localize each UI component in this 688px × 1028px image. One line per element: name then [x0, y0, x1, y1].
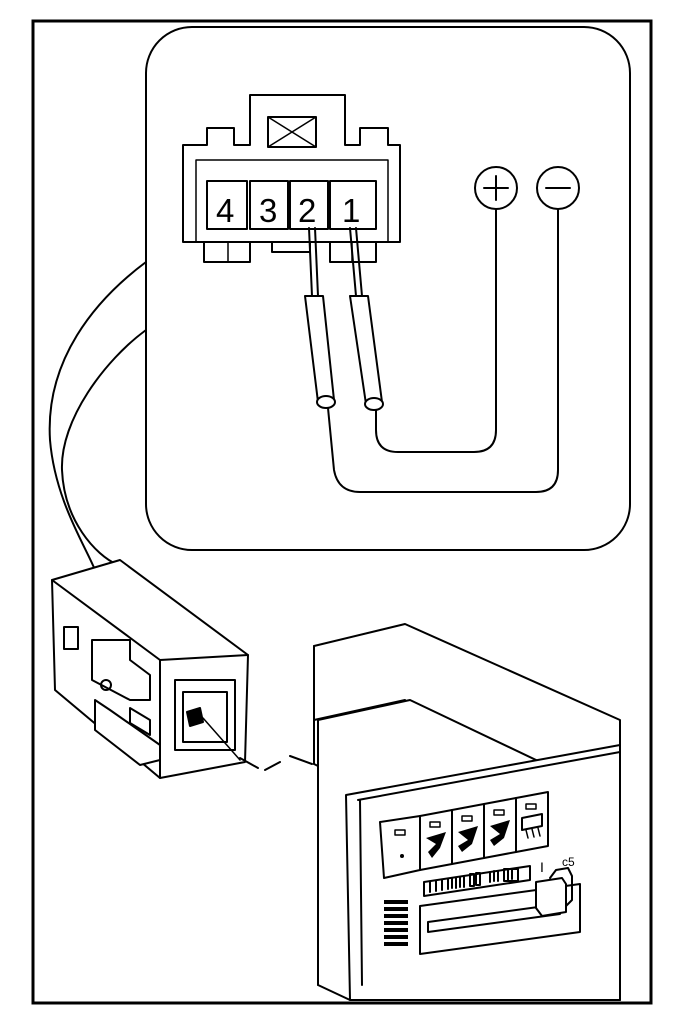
detail-callout: [48, 26, 631, 571]
temperature-scale: [423, 865, 531, 897]
lead-positive: [375, 209, 497, 453]
pin-label-4: 4: [216, 192, 234, 229]
plus-terminal-icon: [474, 166, 518, 210]
minus-terminal-icon: [536, 166, 580, 210]
speaker-grille: [384, 900, 408, 946]
temperature-slider: [419, 867, 581, 955]
outer-frame: [31, 19, 653, 1005]
fan-mode-icons: [379, 791, 549, 879]
connection-line: [239, 755, 313, 771]
pin-label-1: 1: [342, 192, 360, 229]
scale-mark: I: [540, 859, 544, 875]
lead-negative: [327, 209, 559, 493]
pin-label-3: 3: [259, 192, 277, 229]
connector-body: [51, 559, 249, 779]
test-probe-pin-1: [349, 227, 384, 411]
pin-label-2: 2: [298, 192, 316, 229]
scale-right-label: c5: [562, 855, 575, 869]
test-probe-pin-2: [304, 227, 336, 409]
connector-detail: [182, 94, 401, 263]
